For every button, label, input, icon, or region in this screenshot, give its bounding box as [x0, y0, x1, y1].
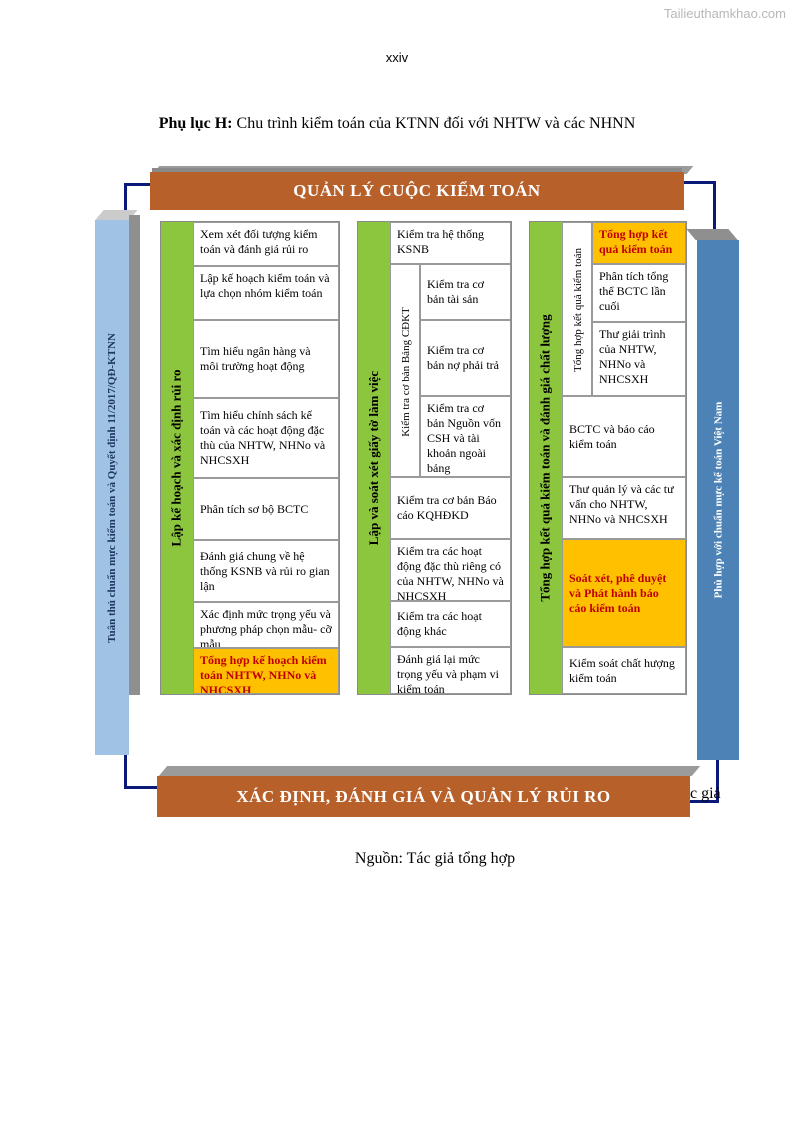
planning-step: Tìm hiểu ngân hàng và môi trường hoạt độ… [193, 320, 339, 398]
results-step: Tổng hợp kết quả kiểm toán [592, 222, 686, 264]
working-paper-step: Kiểm tra các hoạt động đặc thù riêng có … [390, 539, 511, 601]
connector-bottom-right [716, 760, 719, 803]
banner-top: QUẢN LÝ CUỘC KIỂM TOÁN [150, 172, 684, 210]
connector-top-right [684, 181, 716, 184]
figure-title: Phụ lục H: Chu trình kiểm toán của KTNN … [0, 115, 794, 133]
working-paper-step: Kiểm tra cơ bản nợ phải trả [420, 320, 511, 396]
connector-top-right-v [713, 181, 716, 231]
right-pillar: Phù hợp với chuẩn mực kế toán Việt Nam [697, 240, 739, 760]
column-planning-strip: Lập kế hoạch và xác định rủi ro [161, 222, 193, 694]
results-step: Kiểm soát chất hượng kiểm toán [562, 647, 686, 694]
column-results-heading: Tổng hợp kết quả kiểm toán và đánh giá c… [538, 314, 554, 602]
overflow-text: c giả [690, 785, 721, 802]
connector-bottom-left [124, 755, 127, 788]
left-pillar: Tuân thủ chuẩn mực kiểm toán và Quyết đị… [95, 220, 129, 755]
working-paper-step: Đánh giá lại mức trọng yếu và phạm vi ki… [390, 647, 511, 694]
left-pillar-edge [129, 215, 140, 695]
connector-bottom-left-h [124, 786, 158, 789]
working-paper-step: Kiểm tra các hoạt động khác [390, 601, 511, 647]
balance-sheet-group-label: Kiểm tra cơ bản Bảng CĐKT [400, 306, 413, 437]
left-pillar-label: Tuân thủ chuẩn mực kiểm toán và Quyết đị… [106, 332, 119, 643]
column-working-papers: Lập và soát xét giấy tờ làm việc Kiểm tr… [357, 221, 512, 695]
planning-summary: Tổng hợp kế hoạch kiểm toán NHTW, NHNo v… [193, 648, 339, 694]
figure-title-text: Chu trình kiểm toán của KTNN đối với NHT… [232, 115, 636, 132]
right-pillar-bevel [686, 229, 738, 240]
results-summary-group-label: Tổng hợp kết quả kiểm toán [572, 247, 585, 373]
results-step: Thư quản lý và các tư vấn cho NHTW, NHNo… [562, 477, 686, 539]
balance-sheet-group: Kiểm tra cơ bản Bảng CĐKT [390, 264, 420, 477]
column-planning-heading: Lập kế hoạch và xác định rủi ro [169, 369, 185, 547]
column-planning: Lập kế hoạch và xác định rủi ro Xem xét … [160, 221, 340, 695]
planning-step: Lập kế hoạch kiểm toán và lựa chọn nhóm … [193, 266, 339, 320]
planning-step: Xác định mức trọng yếu và phương pháp ch… [193, 602, 339, 648]
banner-bottom: XÁC ĐỊNH, ĐÁNH GIÁ VÀ QUẢN LÝ RỦI RO [157, 776, 690, 817]
results-step: Thư giải trình của NHTW, NHNo và NHCSXH [592, 322, 686, 396]
connector-top-left-v [124, 183, 127, 213]
connector-top-left [124, 183, 154, 186]
column-working-papers-strip: Lập và soát xét giấy tờ làm việc [358, 222, 390, 694]
column-results: Tổng hợp kết quả kiểm toán và đánh giá c… [529, 221, 687, 695]
column-results-strip: Tổng hợp kết quả kiểm toán và đánh giá c… [530, 222, 562, 694]
source-note: Nguồn: Tác giả tổng hợp [354, 850, 516, 867]
results-step: BCTC và báo cáo kiểm toán [562, 396, 686, 477]
watermark-text: Tailieuthamkhao.com [663, 6, 786, 21]
results-step: Soát xét, phê duyệt và Phát hành báo cáo… [562, 539, 686, 647]
figure-title-label: Phụ lục H: [158, 115, 233, 132]
working-paper-step: Kiểm tra cơ bản Báo cáo KQHĐKD [390, 477, 511, 539]
page-number: xxiv [385, 50, 409, 65]
results-summary-group: Tổng hợp kết quả kiểm toán [562, 222, 592, 396]
results-step: Phân tích tổng thể BCTC lần cuối [592, 264, 686, 322]
working-paper-step: Kiểm tra cơ bản Nguồn vốn CSH và tài kho… [420, 396, 511, 477]
planning-step: Đánh giá chung về hệ thống KSNB và rủi r… [193, 540, 339, 602]
right-pillar-label: Phù hợp với chuẩn mực kế toán Việt Nam [712, 401, 725, 599]
planning-step: Xem xét đối tượng kiểm toán và đánh giá … [193, 222, 339, 266]
planning-step: Phân tích sơ bộ BCTC [193, 478, 339, 540]
column-working-papers-heading: Lập và soát xét giấy tờ làm việc [366, 370, 381, 546]
connector-bottom-right-h [690, 800, 719, 803]
planning-step: Tìm hiểu chính sách kế toán và các hoạt … [193, 398, 339, 478]
working-paper-step: Kiểm tra hệ thống KSNB [390, 222, 511, 264]
working-paper-step: Kiểm tra cơ bản tài sản [420, 264, 511, 320]
banner-bottom-bevel [158, 766, 701, 776]
